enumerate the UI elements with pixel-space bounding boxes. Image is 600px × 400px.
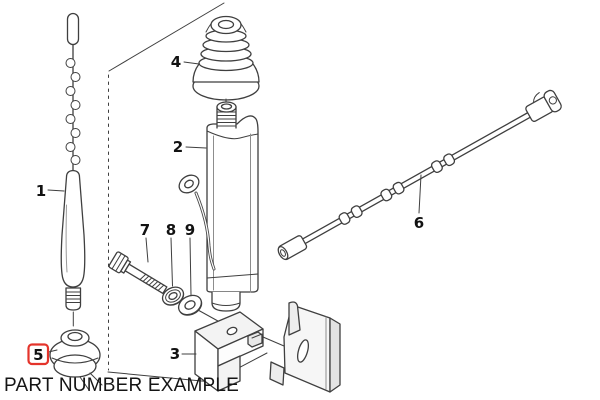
- part-label-5[interactable]: 5: [33, 346, 43, 364]
- hex-bolt: [108, 251, 168, 295]
- part-label-7[interactable]: 7: [140, 221, 150, 239]
- part-label-2[interactable]: 2: [173, 138, 183, 156]
- rubber-grommet: [49, 329, 103, 391]
- part-label-6[interactable]: 6: [414, 214, 424, 232]
- part-label-8[interactable]: 8: [166, 221, 176, 239]
- part-label-3[interactable]: 3: [170, 345, 180, 363]
- mounting-bracket: [194, 311, 285, 392]
- antenna-base-unit: [206, 101, 259, 312]
- antenna-mast: [60, 12, 86, 327]
- caption-text: PART NUMBER EXAMPLE: [4, 375, 239, 396]
- mounting-plate: [269, 301, 341, 393]
- part-label-1[interactable]: 1: [36, 182, 46, 200]
- antenna-cable: [277, 89, 562, 261]
- rubber-boot: [192, 15, 260, 107]
- part-label-9[interactable]: 9: [185, 221, 195, 239]
- part-callouts: 1 2 3 4 5 6 7 8 9: [27, 53, 424, 366]
- spring-washer: [161, 286, 185, 306]
- highlight-box: [27, 343, 50, 366]
- leader-lines: [47, 61, 422, 355]
- part-label-4[interactable]: 4: [171, 53, 181, 71]
- artwork-root: [47, 2, 562, 393]
- ground-strap: [178, 174, 216, 271]
- flat-washer: [177, 294, 203, 316]
